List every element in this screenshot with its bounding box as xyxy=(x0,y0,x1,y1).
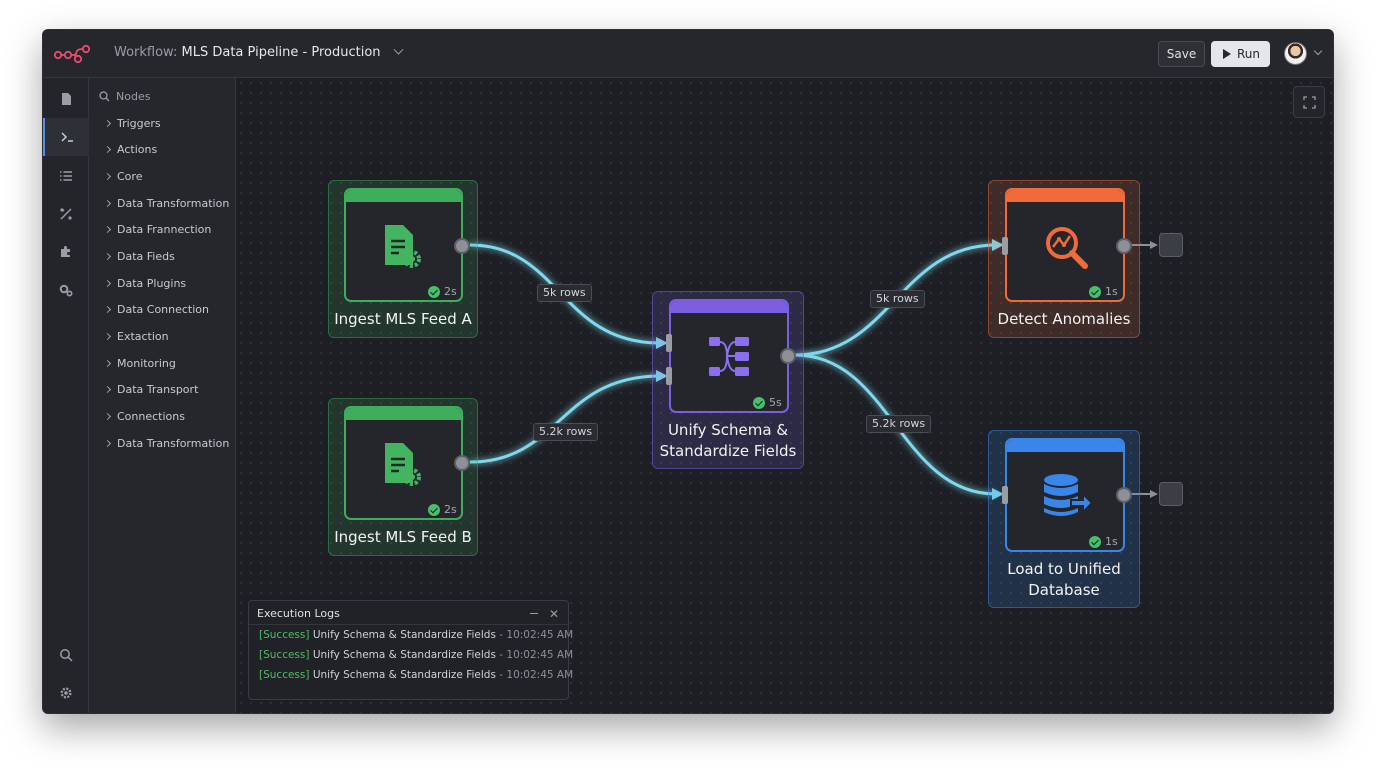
minimize-icon[interactable] xyxy=(530,613,538,614)
check-circle-icon xyxy=(1089,286,1101,298)
output-port[interactable] xyxy=(1116,487,1132,503)
node-label: Ingest MLS Feed A xyxy=(329,309,477,330)
node-header-bar xyxy=(346,408,461,420)
check-circle-icon xyxy=(753,397,765,409)
close-icon[interactable]: ✕ xyxy=(549,607,559,621)
log-status: [Success] xyxy=(259,629,309,641)
divider xyxy=(249,624,568,625)
node-status: 1s xyxy=(1089,285,1118,298)
check-circle-icon xyxy=(1089,536,1101,548)
node-duration: 1s xyxy=(1105,535,1118,548)
output-port[interactable] xyxy=(454,238,470,254)
add-next-node-button[interactable] xyxy=(1159,233,1183,257)
node-header-bar xyxy=(671,301,787,313)
node-ingest-feed-b[interactable]: 2s Ingest MLS Feed B xyxy=(328,398,478,556)
edge-label: 5k rows xyxy=(537,284,592,302)
node-label-line: Database xyxy=(989,580,1139,601)
logs-title: Execution Logs xyxy=(257,607,340,620)
node-label-line: Unify Schema & xyxy=(653,420,803,441)
node-detect-anomalies[interactable]: 1s Detect Anomalies xyxy=(988,180,1140,338)
log-entry: [Success] Unify Schema & Standardize Fie… xyxy=(259,629,573,641)
database-export-icon xyxy=(1041,472,1093,520)
log-time: - 10:02:45 AM xyxy=(499,669,573,681)
output-port[interactable] xyxy=(454,455,470,471)
edge-label: 5.2k rows xyxy=(866,415,931,433)
log-status: [Success] xyxy=(259,669,309,681)
log-message: Unify Schema & Standardize Fields xyxy=(313,629,496,641)
node-label: Ingest MLS Feed B xyxy=(329,527,477,548)
log-message: Unify Schema & Standardize Fields xyxy=(313,669,496,681)
arrowhead-icon xyxy=(1150,490,1158,498)
execution-logs-panel: Execution Logs ✕ [Success] Unify Schema … xyxy=(248,600,569,700)
log-message: Unify Schema & Standardize Fields xyxy=(313,649,496,661)
node-unify-schema[interactable]: 5s Unify Schema & Standardize Fields xyxy=(652,291,804,469)
edge-feed-b-to-unify[interactable] xyxy=(470,376,660,462)
node-status: 1s xyxy=(1089,535,1118,548)
node-status: 2s xyxy=(428,503,457,516)
input-port[interactable] xyxy=(666,334,672,352)
anomaly-search-icon xyxy=(1043,224,1091,272)
log-time: - 10:02:45 AM xyxy=(499,649,573,661)
arrowhead-icon xyxy=(1150,241,1158,249)
schema-merge-icon xyxy=(707,334,753,380)
document-gear-icon xyxy=(381,441,427,489)
node-label: Detect Anomalies xyxy=(989,309,1139,330)
log-entry: [Success] Unify Schema & Standardize Fie… xyxy=(259,649,573,661)
add-next-node-button[interactable] xyxy=(1159,482,1183,506)
output-port[interactable] xyxy=(1116,238,1132,254)
node-duration: 1s xyxy=(1105,285,1118,298)
node-duration: 2s xyxy=(444,503,457,516)
node-ingest-feed-a[interactable]: 2s Ingest MLS Feed A xyxy=(328,180,478,338)
input-port[interactable] xyxy=(1002,237,1008,255)
node-label: Load to Unified Database xyxy=(989,559,1139,601)
log-time: - 10:02:45 AM xyxy=(499,629,573,641)
node-load-database[interactable]: 1s Load to Unified Database xyxy=(988,430,1140,608)
node-header-bar xyxy=(1007,440,1123,452)
node-status: 2s xyxy=(428,285,457,298)
node-duration: 5s xyxy=(769,396,782,409)
node-header-bar xyxy=(346,190,461,202)
node-header-bar xyxy=(1007,190,1123,202)
node-label-line: Standardize Fields xyxy=(653,441,803,462)
node-status: 5s xyxy=(753,396,782,409)
output-port[interactable] xyxy=(780,348,796,364)
log-status: [Success] xyxy=(259,649,309,661)
edge-label: 5k rows xyxy=(870,290,925,308)
document-gear-icon xyxy=(381,223,427,271)
input-port[interactable] xyxy=(1002,486,1008,504)
log-entry: [Success] Unify Schema & Standardize Fie… xyxy=(259,669,573,681)
check-circle-icon xyxy=(428,504,440,516)
edge-label: 5.2k rows xyxy=(533,423,598,441)
node-label-line: Load to Unified xyxy=(989,559,1139,580)
node-duration: 2s xyxy=(444,285,457,298)
input-port[interactable] xyxy=(666,367,672,385)
check-circle-icon xyxy=(428,286,440,298)
node-label: Unify Schema & Standardize Fields xyxy=(653,420,803,462)
